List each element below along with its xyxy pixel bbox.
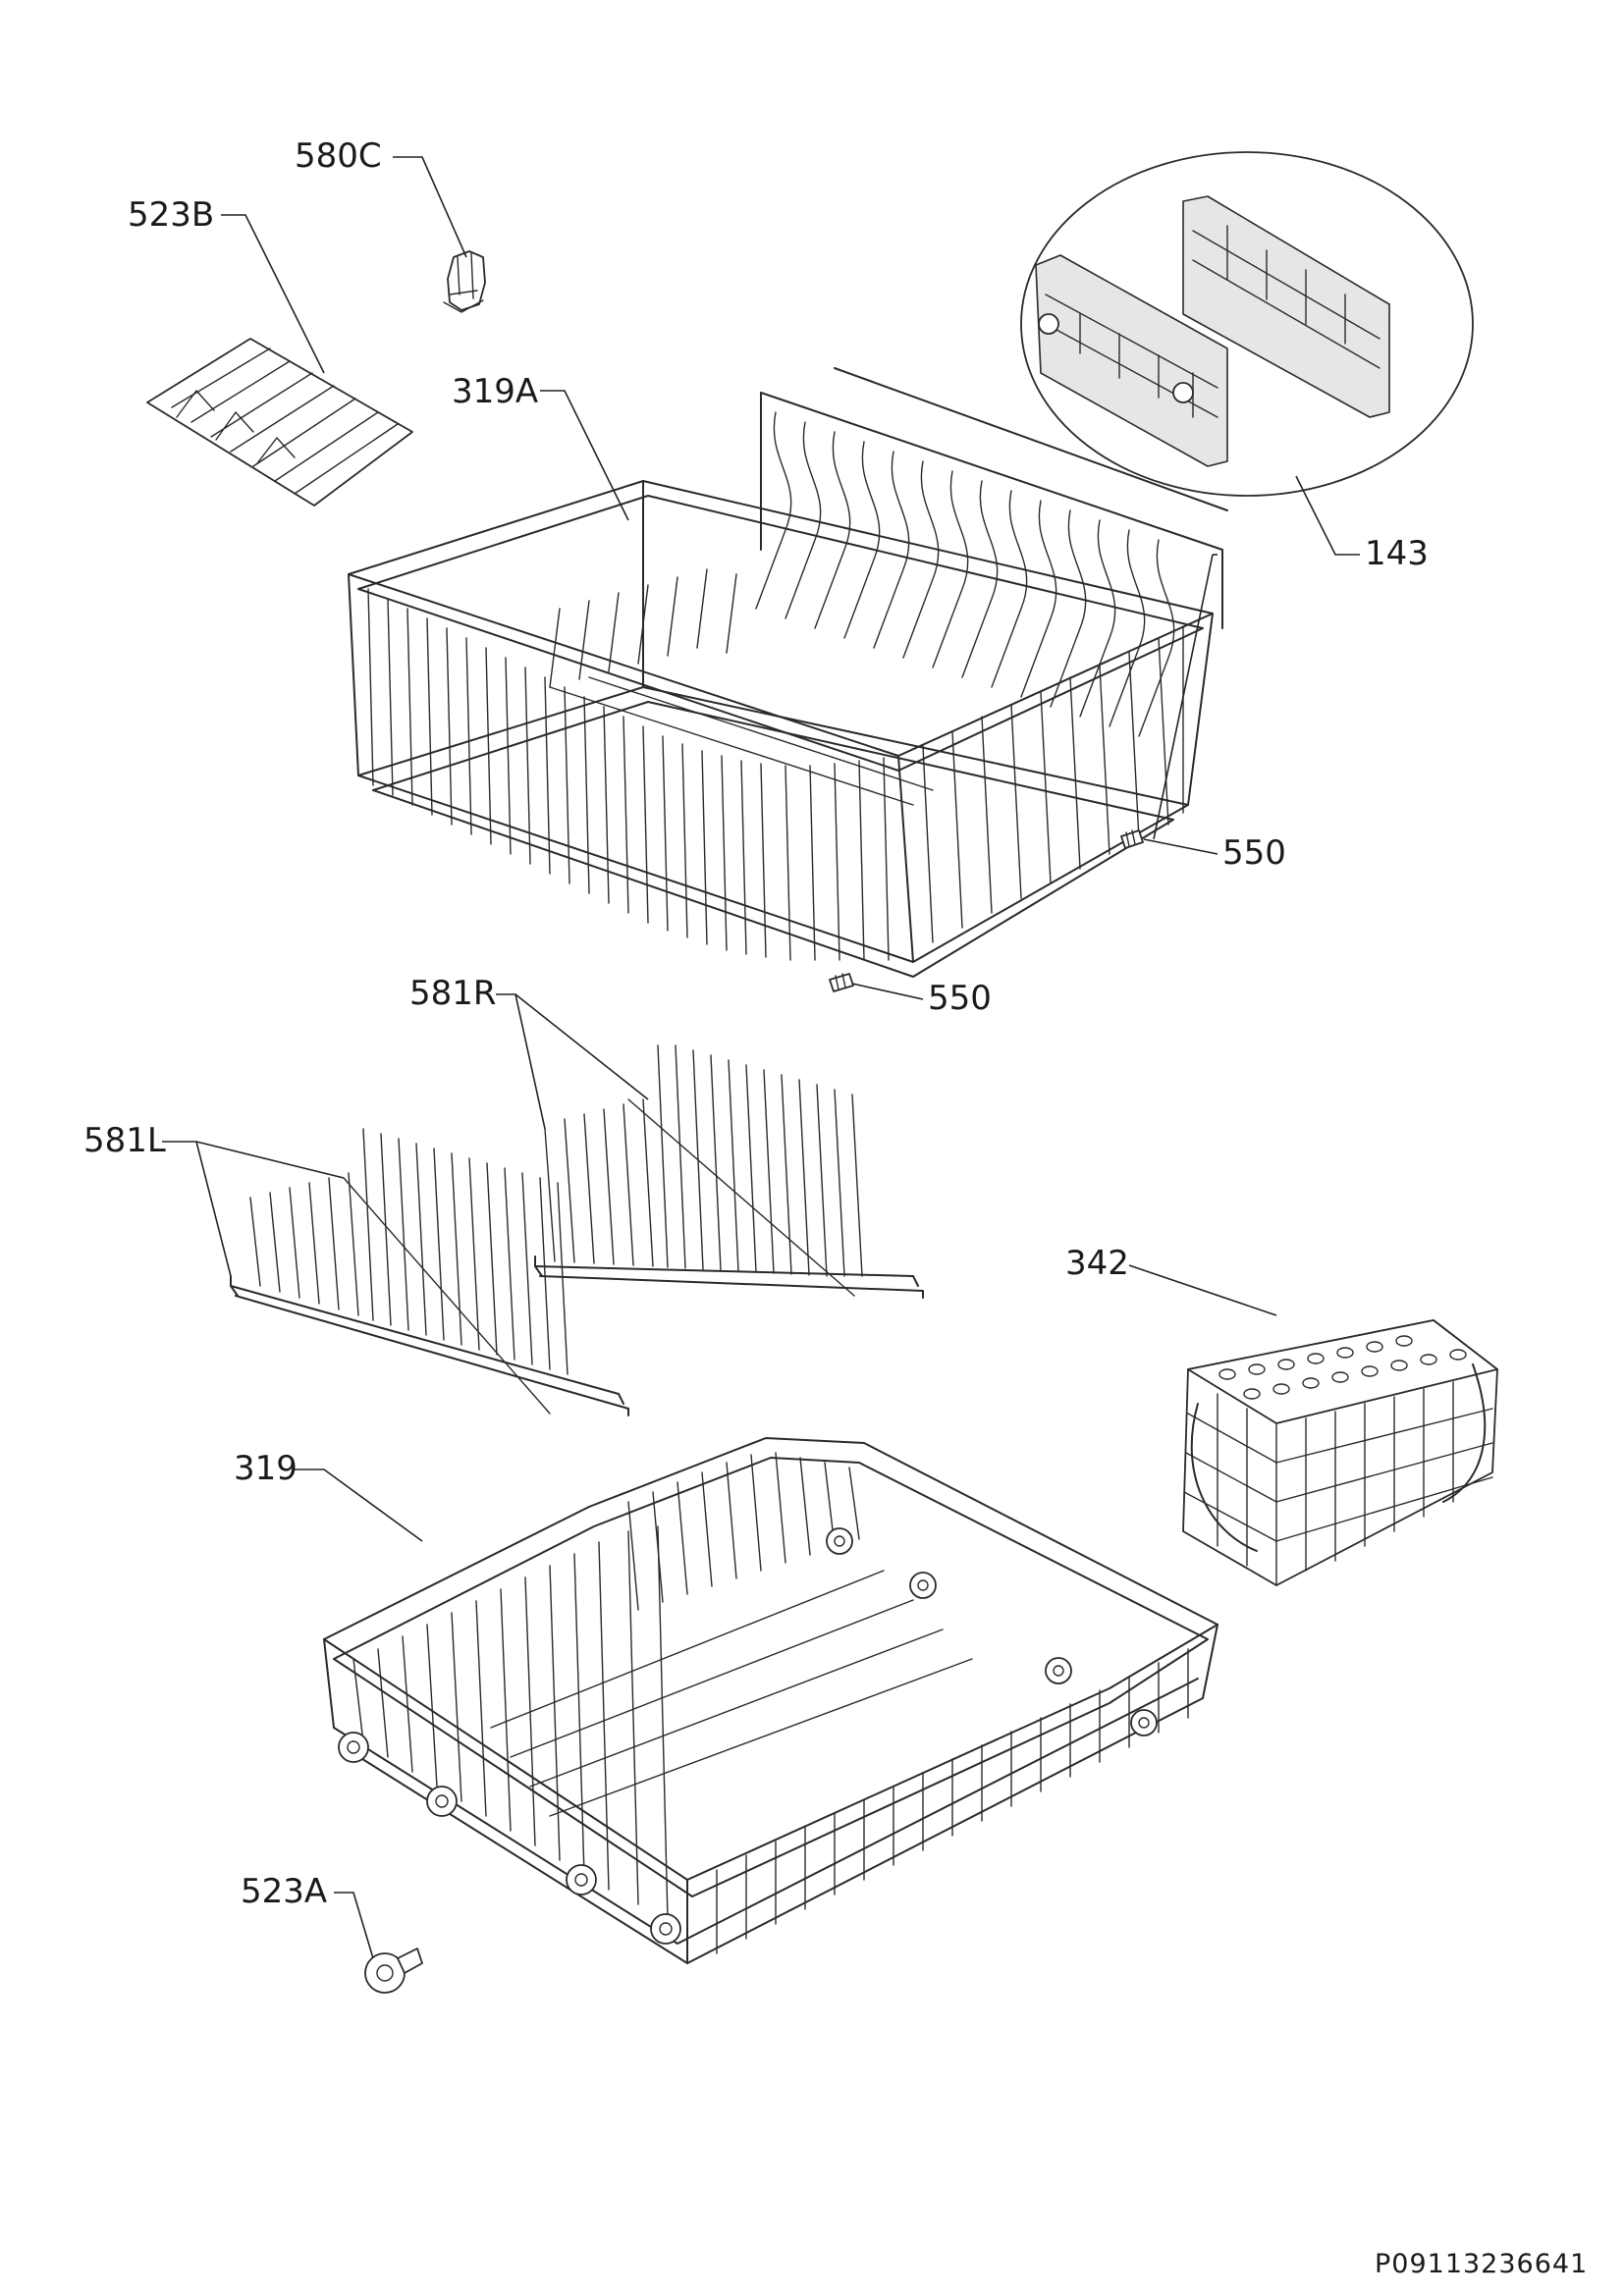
callout-143: 143 (1365, 534, 1429, 573)
callout-523B: 523B (128, 195, 214, 235)
callout-319: 319 (234, 1449, 298, 1488)
leader-lines (162, 156, 1360, 1959)
callout-319A: 319A (452, 372, 538, 411)
basket-wheel (426, 1786, 458, 1817)
part-319-lower-basket (323, 1437, 1218, 1964)
part-581R-tine-rack (534, 1044, 924, 1299)
part-580C-clip (443, 250, 486, 313)
callout-550-lower: 550 (928, 979, 992, 1018)
part-581L-tine-rack (230, 1128, 629, 1416)
basket-wheel (909, 1572, 937, 1599)
part-550-pin-lower (829, 973, 854, 992)
basket-wheel (566, 1864, 597, 1896)
basket-wheel (338, 1732, 369, 1763)
callout-342: 342 (1065, 1244, 1129, 1283)
part-523A-wheel (364, 1948, 423, 1994)
basket-wheel (1045, 1657, 1072, 1684)
basket-top-holes (1218, 1335, 1467, 1400)
basket-wheel (1130, 1709, 1158, 1736)
document-code: P09113236641 (1375, 2249, 1588, 2279)
callout-523A: 523A (241, 1872, 327, 1911)
callout-labels: 580C 523B 319A 143 550 550 581R 581L 342… (83, 136, 1429, 1911)
part-342-cutlery-basket (1182, 1319, 1498, 1586)
callout-550-upper: 550 (1222, 833, 1286, 873)
basket-wheel (826, 1527, 853, 1555)
part-550-pin-upper (1120, 829, 1144, 849)
callout-581L: 581L (83, 1121, 166, 1160)
callout-580C: 580C (295, 136, 382, 176)
callout-581R: 581R (409, 974, 497, 1013)
part-143-rail-detail (1020, 151, 1474, 497)
basket-wheel (650, 1913, 681, 1945)
part-523B-tine-insert (146, 338, 413, 507)
part-319A-upper-basket (348, 367, 1228, 978)
